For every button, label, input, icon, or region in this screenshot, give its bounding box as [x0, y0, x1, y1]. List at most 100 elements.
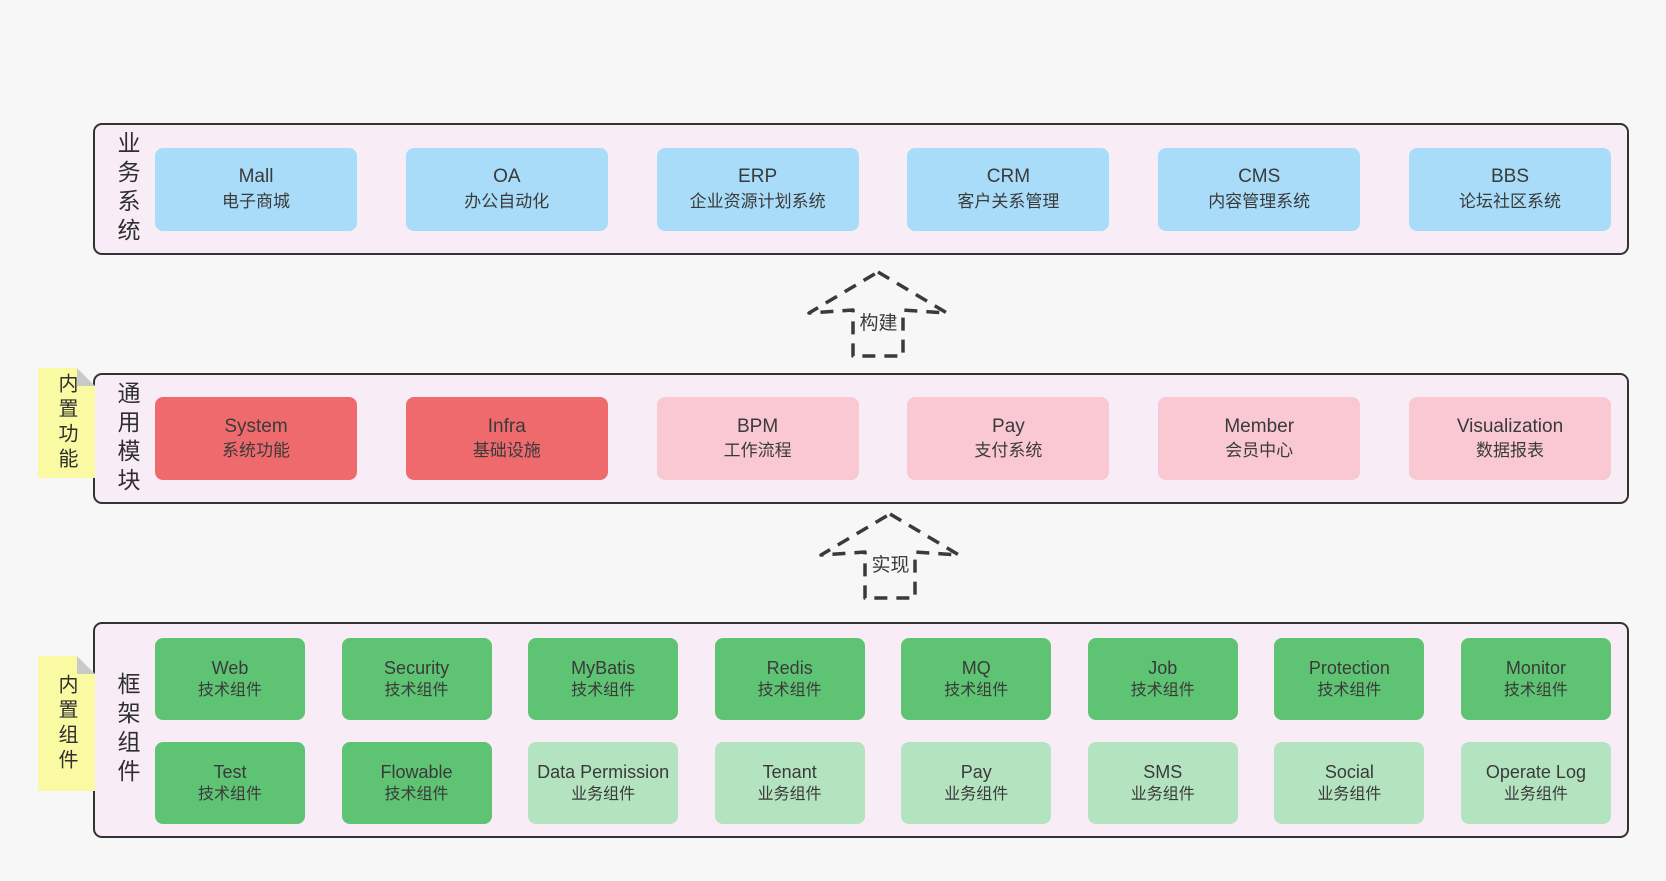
- common-modules-boxes: System 系统功能 Infra 基础设施 BPM 工作流程 Pay 支付系统…: [155, 375, 1611, 502]
- framework-components-row-1: Web 技术组件 Security 技术组件 MyBatis 技术组件 Redi…: [155, 638, 1611, 720]
- module-desc: 业务组件: [571, 785, 636, 803]
- box-oa: OA 办公自动化: [405, 147, 608, 231]
- module-name: ERP: [738, 166, 778, 188]
- box-tenant: Tenant 业务组件: [714, 742, 865, 824]
- module-name: Pay: [992, 415, 1025, 437]
- module-name: Job: [1148, 657, 1178, 678]
- arrow-implement-label: 实现: [869, 550, 912, 577]
- module-desc: 技术组件: [1503, 681, 1568, 699]
- module-desc: 办公自动化: [464, 191, 550, 211]
- box-cms: CMS 内容管理系统: [1158, 147, 1361, 231]
- box-test: Test 技术组件: [155, 742, 305, 824]
- band-business-systems: 业务系统 Mall 电子商城 OA 办公自动化 ERP 企业资源计划系统 CRM…: [93, 123, 1629, 255]
- module-name: Tenant: [762, 761, 817, 782]
- box-protection: Protection 技术组件: [1274, 638, 1425, 720]
- module-name: SMS: [1143, 761, 1183, 782]
- module-desc: 技术组件: [757, 681, 822, 699]
- module-name: BBS: [1490, 166, 1529, 188]
- module-name: Flowable: [380, 761, 453, 782]
- band-label-framework-components: 框架组件: [114, 672, 140, 788]
- module-desc: 论坛社区系统: [1458, 191, 1561, 211]
- framework-components-rows: Web 技术组件 Security 技术组件 MyBatis 技术组件 Redi…: [155, 638, 1611, 824]
- module-name: Pay: [960, 761, 992, 782]
- module-desc: 技术组件: [384, 681, 449, 699]
- box-visualization: Visualization 数据报表: [1408, 397, 1611, 480]
- band-framework-components: 框架组件 Web 技术组件 Security 技术组件 MyBatis 技术组件…: [93, 622, 1629, 838]
- module-desc: 技术组件: [571, 681, 636, 699]
- module-name: Security: [384, 657, 450, 678]
- module-name: Operate Log: [1485, 761, 1586, 782]
- module-desc: 客户关系管理: [957, 191, 1060, 211]
- band-common-modules: 通用模块 System 系统功能 Infra 基础设施 BPM 工作流程 Pay…: [93, 373, 1629, 504]
- framework-components-row-2: Test 技术组件 Flowable 技术组件 Data Permission …: [155, 742, 1611, 824]
- module-name: MQ: [961, 657, 991, 678]
- box-pay-biz: Pay 业务组件: [901, 742, 1052, 824]
- module-name: CRM: [986, 166, 1031, 188]
- box-system: System 系统功能: [155, 397, 357, 480]
- module-desc: 企业资源计划系统: [689, 191, 826, 211]
- module-desc: 会员中心: [1225, 441, 1294, 461]
- module-name: Monitor: [1505, 657, 1566, 678]
- module-name: Visualization: [1456, 415, 1564, 437]
- module-desc: 业务组件: [1317, 785, 1382, 803]
- module-name: Web: [211, 657, 249, 678]
- module-desc: 内容管理系统: [1208, 191, 1311, 211]
- sticky-note-built-in-components: 内置组件: [38, 656, 95, 791]
- box-member: Member 会员中心: [1158, 397, 1361, 480]
- box-erp: ERP 企业资源计划系统: [656, 147, 859, 231]
- band-label-business-systems: 业务系统: [114, 131, 140, 247]
- module-name: Protection: [1308, 657, 1390, 678]
- box-mq: MQ 技术组件: [901, 638, 1052, 720]
- arrow-build: 构建: [806, 268, 951, 360]
- box-redis: Redis 技术组件: [714, 638, 865, 720]
- sticky-note-label: 内置组件: [55, 673, 77, 774]
- module-name: Data Permission: [537, 761, 670, 782]
- module-desc: 技术组件: [384, 785, 449, 803]
- module-name: Infra: [487, 415, 526, 437]
- box-social: Social 业务组件: [1274, 742, 1425, 824]
- box-bbs: BBS 论坛社区系统: [1408, 147, 1611, 231]
- arrow-build-label: 构建: [857, 308, 900, 335]
- box-job: Job 技术组件: [1087, 638, 1238, 720]
- module-desc: 业务组件: [1130, 785, 1195, 803]
- module-desc: 技术组件: [1317, 681, 1382, 699]
- box-flowable: Flowable 技术组件: [341, 742, 492, 824]
- box-crm: CRM 客户关系管理: [907, 147, 1110, 231]
- module-name: Social: [1324, 761, 1374, 782]
- box-mall: Mall 电子商城: [155, 147, 357, 231]
- module-desc: 技术组件: [197, 681, 262, 699]
- box-web: Web 技术组件: [155, 638, 305, 720]
- module-desc: 数据报表: [1475, 441, 1544, 461]
- module-name: BPM: [737, 415, 779, 437]
- module-desc: 工作流程: [723, 441, 792, 461]
- box-operate-log: Operate Log 业务组件: [1460, 742, 1611, 824]
- module-desc: 基础设施: [472, 441, 541, 461]
- module-desc: 业务组件: [757, 785, 822, 803]
- module-desc: 业务组件: [1503, 785, 1568, 803]
- box-bpm: BPM 工作流程: [656, 397, 859, 480]
- module-desc: 技术组件: [944, 681, 1009, 699]
- module-name: Member: [1224, 415, 1295, 437]
- box-monitor: Monitor 技术组件: [1460, 638, 1611, 720]
- module-name: CMS: [1238, 166, 1281, 188]
- business-systems-boxes: Mall 电子商城 OA 办公自动化 ERP 企业资源计划系统 CRM 客户关系…: [155, 125, 1611, 253]
- band-label-common-modules: 通用模块: [114, 380, 140, 497]
- box-mybatis: MyBatis 技术组件: [528, 638, 679, 720]
- box-pay: Pay 支付系统: [907, 397, 1110, 480]
- module-name: Redis: [766, 657, 813, 678]
- module-desc: 技术组件: [1130, 681, 1195, 699]
- module-desc: 支付系统: [974, 441, 1043, 461]
- module-name: OA: [493, 166, 521, 188]
- module-desc: 技术组件: [197, 785, 262, 803]
- module-name: Mall: [238, 166, 274, 188]
- module-name: System: [224, 415, 288, 437]
- box-security: Security 技术组件: [341, 638, 492, 720]
- arrow-implement: 实现: [818, 510, 963, 602]
- box-data-permission: Data Permission 业务组件: [528, 742, 679, 824]
- sticky-note-built-in-features: 内置功能: [38, 368, 95, 478]
- box-sms: SMS 业务组件: [1087, 742, 1238, 824]
- box-infra: Infra 基础设施: [405, 397, 608, 480]
- sticky-note-label: 内置功能: [55, 373, 77, 473]
- module-desc: 电子商城: [222, 191, 290, 211]
- module-name: Test: [213, 761, 247, 782]
